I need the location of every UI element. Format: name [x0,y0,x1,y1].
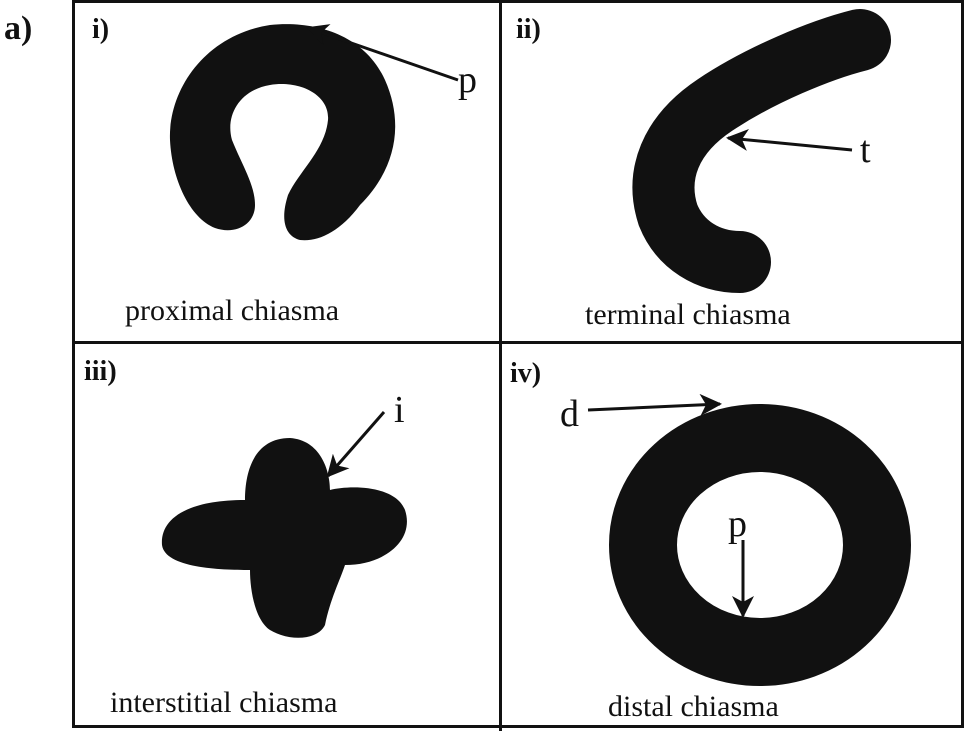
arrow-d-distal [588,404,720,410]
arrow-t-terminal [728,138,852,150]
terminal-chiasma-shape [663,40,860,262]
arrow-i-interstitial [328,412,384,476]
proximal-chiasma-shape [170,24,395,240]
distal-chiasma-shape [643,438,877,652]
interstitial-chiasma-shape [162,438,407,638]
